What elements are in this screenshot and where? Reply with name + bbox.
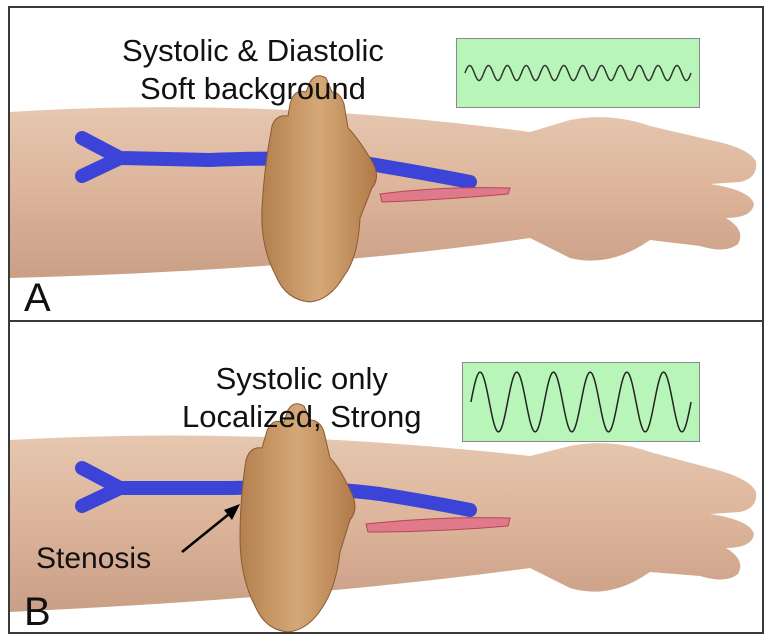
examiner-hand-b: [239, 403, 356, 632]
waveform-box-b: [462, 362, 700, 442]
panel-a: Systolic & Diastolic Soft background A: [10, 8, 762, 320]
waveform-b-trace: [470, 371, 692, 433]
caption-a-line2: Soft background: [140, 71, 366, 106]
caption-b-line1: Systolic only: [215, 361, 388, 396]
stenosis-arrow: [181, 509, 235, 553]
waveform-b: [470, 371, 692, 433]
forearm-illustration-a: [10, 75, 757, 303]
waveform-box-a: [456, 38, 700, 108]
figure-frame: Systolic & Diastolic Soft background A: [8, 6, 764, 634]
stenosis-label: Stenosis: [36, 542, 152, 575]
artery-a: [379, 187, 511, 203]
caption-a-line1: Systolic & Diastolic: [122, 33, 384, 68]
caption-b: Systolic only Localized, Strong: [182, 360, 422, 436]
waveform-a-trace: [464, 64, 692, 82]
artery-b: [365, 517, 511, 533]
waveform-a: [464, 64, 692, 82]
examiner-hand-a: [261, 75, 377, 303]
stenosis-arrowhead: [224, 504, 240, 520]
panel-a-label: A: [24, 276, 51, 320]
caption-b-line2: Localized, Strong: [182, 399, 422, 434]
forearm-a: [10, 107, 757, 278]
panel-b: Systolic only Localized, Strong Stenosis…: [10, 322, 762, 634]
panel-b-label: B: [24, 590, 51, 634]
forearm-illustration-b: [10, 403, 757, 632]
panel-divider: [10, 320, 762, 322]
caption-a: Systolic & Diastolic Soft background: [122, 32, 384, 108]
